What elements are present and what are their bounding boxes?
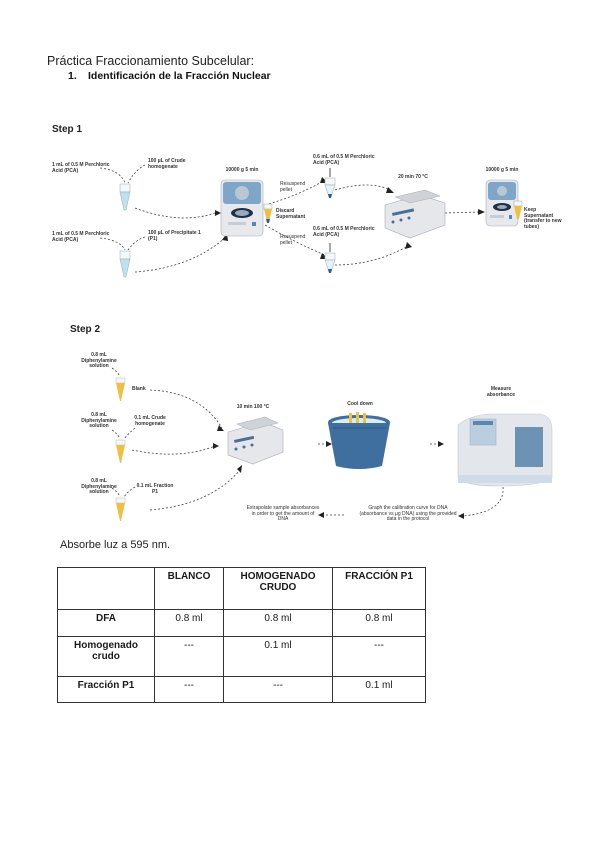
ice-bucket-icon	[328, 412, 390, 469]
connector	[123, 427, 136, 440]
step2-heat-block-label: 10 min 100 °C	[236, 404, 270, 410]
arrowhead	[478, 209, 485, 215]
table-cell: ---	[154, 676, 224, 703]
volumes-table: BLANCO HOMOGENADO CRUDO FRACCIÓN P1 DFA …	[57, 567, 426, 703]
tube-icon	[115, 497, 126, 521]
table-cell: ---	[223, 676, 333, 703]
connector	[444, 211, 481, 214]
step1-heat-block-label: 20 min 70 °C	[398, 174, 428, 180]
document-title: Práctica Fraccionamiento Subcelular:	[47, 54, 255, 68]
arrowhead	[326, 441, 332, 447]
connector	[131, 445, 216, 455]
connector	[127, 164, 146, 184]
table-row: Fracción P1 --- --- 0.1 ml	[57, 676, 426, 703]
tube-icon	[324, 168, 336, 198]
table-header-cell: BLANCO	[154, 567, 224, 610]
step1-centrifuge1-label: 10000 g 5 min	[225, 167, 259, 173]
tube-icon	[115, 377, 126, 401]
arrowhead	[217, 425, 224, 431]
arrowhead	[458, 513, 464, 519]
table-cell: ---	[332, 636, 426, 677]
connector	[127, 236, 146, 251]
table-header-cell	[57, 567, 155, 610]
centrifuge-icon	[485, 179, 519, 227]
tube-icon	[513, 200, 523, 219]
table-cell: 0.8 ml	[332, 609, 426, 637]
step1-pca-bottom: 0.6 mL of 0.5 M Perchloric Acid (PCA)	[313, 226, 375, 238]
heat-block-icon	[227, 416, 284, 465]
step2-tube3-reagent: 0.8 mL Diphenylamine solution	[81, 478, 117, 495]
connector	[149, 469, 241, 511]
table-cell: 0.1 ml	[223, 636, 333, 677]
step2-tube2-reagent: 0.8 mL Diphenylamine solution	[81, 412, 117, 429]
table-header-cell: HOMOGENADO CRUDO	[223, 567, 333, 610]
step1-keep-label: Keep Supernatant (transfer to new tubes)	[524, 207, 562, 230]
connector	[111, 367, 121, 378]
section-number: 1.	[68, 70, 77, 82]
connector	[111, 429, 121, 440]
table-cell: 0.8 ml	[223, 609, 333, 637]
step1-discard-label: Discard Supernatant	[276, 208, 306, 220]
arrowhead	[438, 441, 444, 447]
step2-tube1-label: Blank	[132, 386, 146, 392]
step2-extrapolate-text: Extrapolate sample absorbances in order …	[246, 505, 320, 522]
connector	[149, 389, 223, 429]
step2-cool-label: Cool down	[347, 401, 373, 407]
step2-tube3-label: 0.1 mL Fraction P1	[136, 483, 174, 495]
step2-tube2-label: 0.1 mL Crude homogenate	[134, 415, 166, 427]
step1-arrow-bottom-label: Resuspend pellet	[280, 234, 306, 246]
table-cell: 0.8 ml	[154, 609, 224, 637]
connector	[462, 486, 504, 517]
connector	[99, 167, 126, 184]
connector	[134, 207, 216, 219]
connector	[134, 237, 226, 273]
step1-pca-top: 0.6 mL of 0.5 M Perchloric Acid (PCA)	[313, 154, 375, 166]
table-row: DFA 0.8 ml 0.8 ml 0.8 ml	[57, 609, 426, 637]
step1-sample-bottom: 100 µL of Precipitate 1 (P1)	[148, 230, 201, 242]
tube-icon	[119, 250, 131, 278]
table-row-label: Fracción P1	[57, 676, 155, 703]
section-heading: 1. Identificación de la Fracción Nuclear	[68, 70, 271, 82]
step2-measure-label: Measure absorbance	[486, 386, 516, 398]
step1-label: Step 1	[52, 124, 83, 135]
step1-sample-top: 100 µL of Crude homogenate	[148, 158, 186, 170]
arrowhead	[405, 242, 412, 249]
arrowhead	[318, 512, 324, 518]
connector	[111, 487, 121, 498]
table-cell: ---	[154, 636, 224, 677]
table-header-row: BLANCO HOMOGENADO CRUDO FRACCIÓN P1	[57, 567, 426, 610]
step1-reagent-top: 1 mL of 0.5 M Perchloric Acid (PCA)	[52, 162, 110, 174]
spectrophotometer-icon	[457, 413, 553, 487]
step1-reagent-bottom: 1 mL of 0.5 M Perchloric Acid (PCA)	[52, 231, 110, 243]
table-row-label: Homogenado crudo	[57, 636, 155, 677]
step1-centrifuge2-label: 10000 g 5 min	[485, 167, 519, 173]
tube-icon	[324, 243, 336, 273]
section-heading-text: Identificación de la Fracción Nuclear	[88, 70, 271, 82]
connector	[264, 224, 326, 256]
centrifuge-icon	[220, 179, 264, 237]
heat-block-icon	[384, 189, 446, 239]
arrowhead	[213, 443, 219, 449]
step2-label: Step 2	[70, 324, 101, 335]
table-row: Homogenado crudo --- 0.1 ml ---	[57, 636, 426, 677]
tube-icon	[119, 183, 131, 211]
tube-icon	[263, 203, 273, 223]
arrowhead	[215, 210, 221, 216]
connector	[99, 237, 126, 251]
table-row-label: DFA	[57, 609, 155, 637]
step1-arrow-top-label: Resuspend pellet	[280, 181, 306, 193]
absorbance-note: Absorbe luz a 595 nm.	[60, 539, 171, 551]
step2-calibration-text: Graph the calibration curve for DNA (abs…	[359, 505, 457, 522]
arrowhead	[386, 187, 394, 193]
table-cell: 0.1 ml	[332, 676, 426, 703]
connector	[334, 184, 391, 191]
table-header-cell: FRACCIÓN P1	[332, 567, 426, 610]
connector	[123, 486, 136, 498]
arrowhead	[237, 465, 242, 473]
tube-icon	[115, 439, 126, 463]
step2-tube1-reagent: 0.8 mL Diphenylamine solution	[81, 352, 117, 369]
